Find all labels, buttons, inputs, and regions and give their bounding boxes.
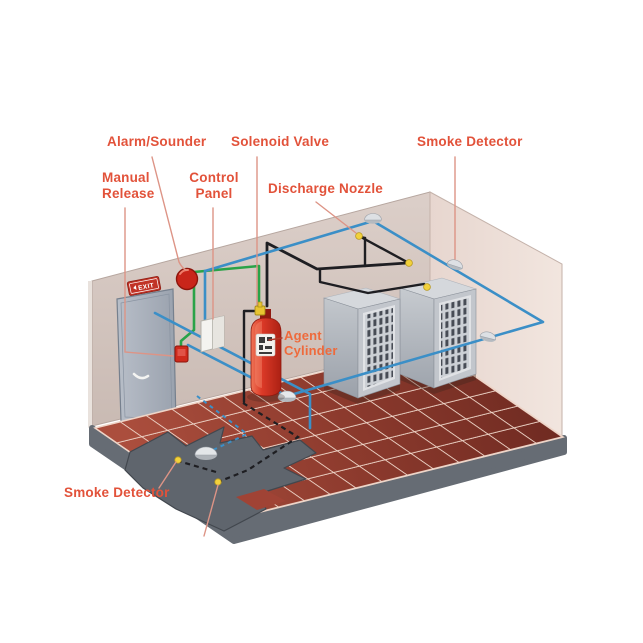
back-wall-edge [88, 281, 92, 428]
label-discharge-nozzle: Discharge Nozzle [268, 181, 383, 196]
rack-vent-panel [441, 298, 469, 378]
exit-arrow-icon [133, 285, 137, 290]
nozzle-branch-pipe [357, 234, 409, 264]
smoke-detector-wall-lower [479, 331, 496, 342]
floor-cutaway [124, 426, 317, 532]
leader-manual-release [124, 207, 174, 357]
underfloor-detector-head-2 [214, 478, 222, 486]
leader-agent-cylinder [268, 337, 283, 341]
rack-vent-panel [365, 308, 393, 388]
label-solenoid-valve: Solenoid Valve [231, 134, 330, 149]
underfloor-feed-pipe [242, 309, 256, 404]
underfloor-wiring [177, 395, 301, 484]
solenoid-valve-device [254, 301, 266, 316]
label-agent-cylinder: Agent Cylinder [284, 328, 338, 358]
label-smoke-detector-bottom: Smoke Detector [64, 485, 170, 500]
leader-discharge-nozzle [315, 201, 357, 234]
loose-tile [236, 489, 286, 510]
leader-smoke-detector-bottom-2 [203, 484, 219, 537]
door [116, 288, 177, 425]
underfloor-branch-dashed [177, 459, 217, 474]
server-rack-right [398, 277, 478, 394]
door-handle-icon [132, 372, 150, 380]
agent-cylinder-graphic [247, 301, 285, 402]
discharge-nozzle-1 [355, 232, 363, 240]
label-alarm-sounder: Alarm/Sounder [107, 134, 207, 149]
discharge-nozzle-2 [405, 259, 413, 267]
smoke-detector-ceiling [364, 213, 382, 224]
control-panel-box [200, 315, 225, 353]
exit-sign-text: EXIT [138, 282, 155, 292]
cylinder-neck [260, 309, 271, 319]
label-smoke-detector-top: Smoke Detector [417, 134, 523, 149]
smoke-detector-underfloor [194, 446, 218, 460]
leader-lines [124, 156, 456, 537]
leader-smoke-detector-bottom-1 [158, 461, 177, 489]
exit-sign: EXIT [126, 276, 162, 296]
underfloor-conduit-dashed [217, 402, 301, 484]
leader-alarm-sounder [151, 156, 187, 271]
alarm-bell [175, 267, 199, 291]
cylinder-label [255, 333, 276, 357]
smoke-detector-floor [277, 390, 297, 402]
ceiling-loop [203, 219, 545, 398]
smoke-detector-wall-upper [446, 259, 463, 271]
label-manual-release: Manual Release [102, 170, 155, 201]
discharge-nozzle-3 [423, 283, 431, 291]
cylinder-riser-pipe [265, 241, 409, 308]
manual-release-box [174, 345, 189, 363]
label-control-panel: Control Panel [189, 170, 239, 201]
